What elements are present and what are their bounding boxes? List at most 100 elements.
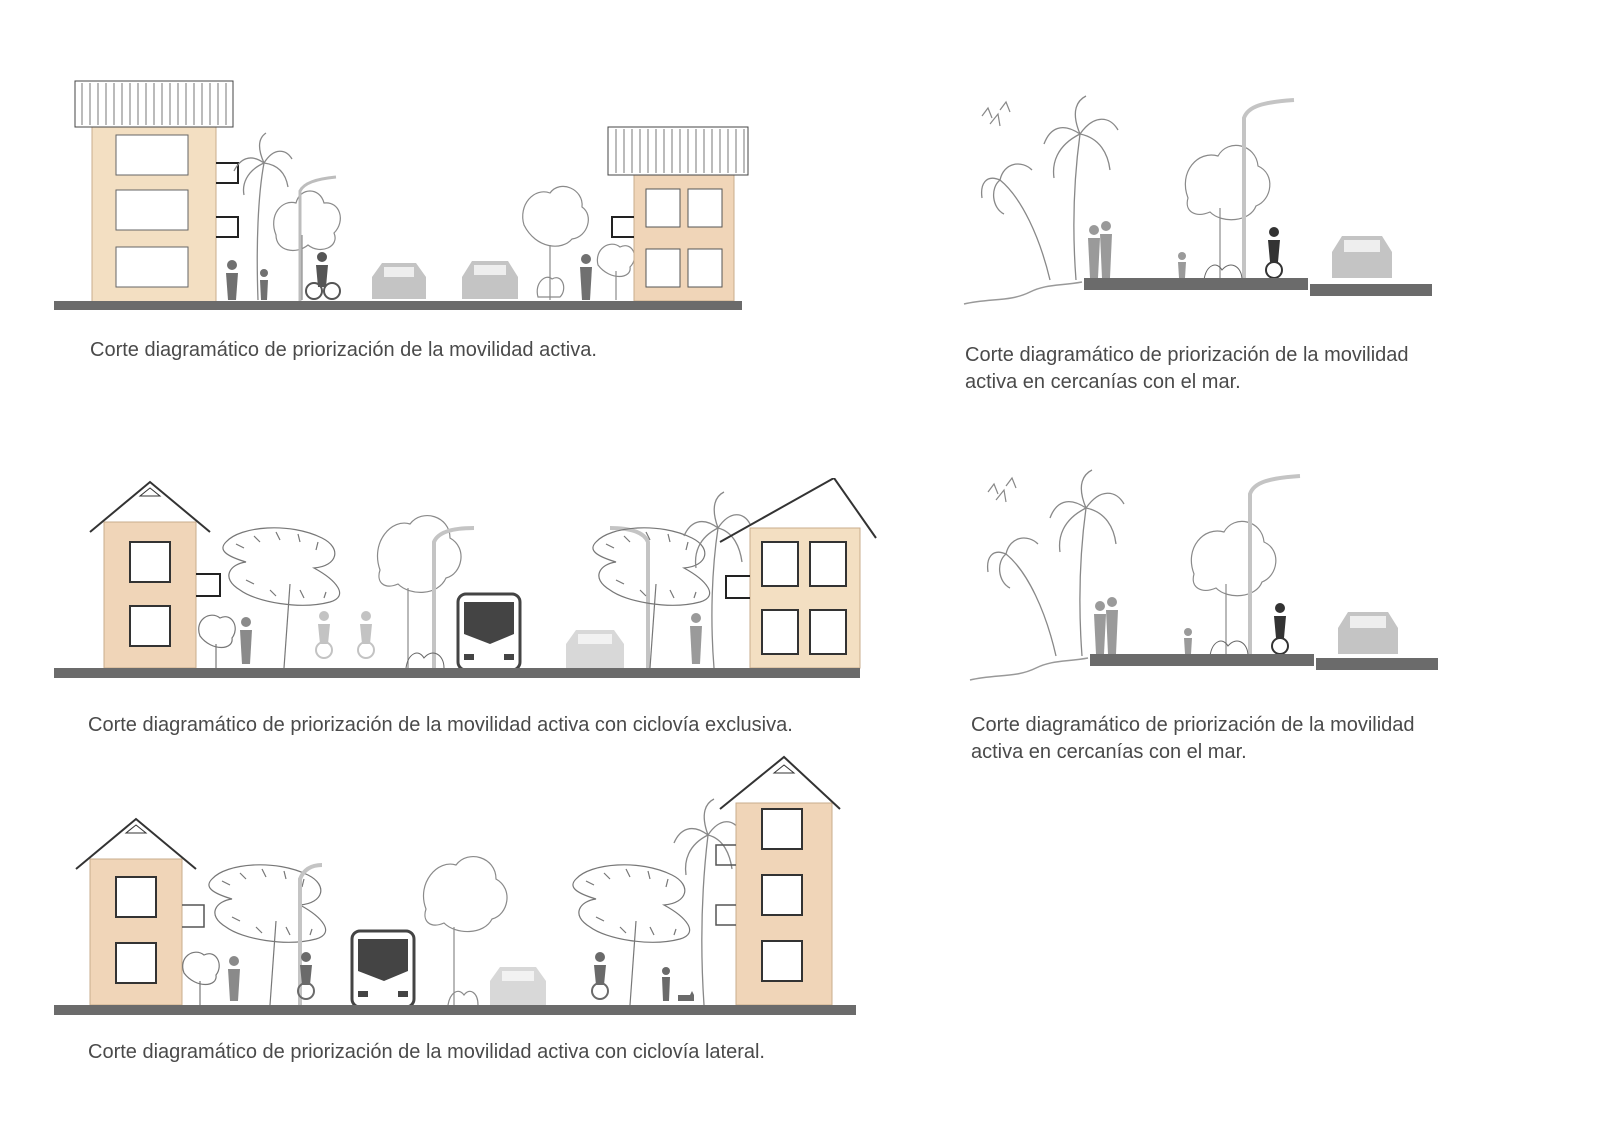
shrub bbox=[182, 951, 220, 1005]
road-platform bbox=[1316, 658, 1438, 670]
window bbox=[115, 942, 157, 984]
bus-icon bbox=[456, 592, 522, 672]
car-icon bbox=[1332, 236, 1392, 278]
section-drawing bbox=[969, 469, 1438, 681]
palm-tree bbox=[233, 132, 293, 301]
bird-icon bbox=[987, 476, 1017, 503]
street-tree bbox=[1184, 144, 1271, 278]
section-caption: Corte diagramático de priorización de la… bbox=[965, 344, 1409, 393]
balcony bbox=[715, 844, 736, 926]
street-section-active-mobility: Corte diagramático de priorización de la… bbox=[50, 75, 770, 361]
road-platform bbox=[1310, 284, 1432, 296]
gable-roof bbox=[719, 755, 841, 810]
balcony bbox=[725, 575, 750, 599]
street-section-exclusive-bike-lane: Corte diagramático de priorización de la… bbox=[50, 478, 910, 748]
shrub bbox=[1203, 264, 1243, 281]
street-tree bbox=[423, 856, 508, 1006]
leafy-tree bbox=[208, 864, 327, 1006]
shrub bbox=[596, 243, 635, 300]
shrub bbox=[198, 614, 236, 668]
sidewalk-platform bbox=[1090, 654, 1314, 666]
pedestrian-icon bbox=[580, 254, 592, 300]
window bbox=[761, 874, 803, 916]
pedestrian-icon bbox=[240, 617, 252, 664]
corrugated-roof bbox=[607, 126, 749, 176]
pedestrian-with-dog-icon bbox=[662, 967, 694, 1001]
palm-tree bbox=[673, 798, 741, 1006]
leafy-tree bbox=[222, 527, 341, 669]
street-tree bbox=[1190, 520, 1277, 654]
car-icon bbox=[490, 967, 546, 1005]
left-building bbox=[75, 817, 205, 1006]
window bbox=[129, 541, 171, 583]
section-caption: Corte diagramático de priorización de la… bbox=[88, 714, 793, 736]
palm-tree bbox=[980, 95, 1119, 281]
car-icon bbox=[1338, 612, 1398, 654]
balcony bbox=[216, 162, 239, 238]
child-icon bbox=[1178, 252, 1186, 278]
gable-roof bbox=[89, 480, 211, 533]
street-lamp bbox=[1242, 98, 1295, 280]
balcony bbox=[182, 904, 205, 928]
window bbox=[645, 248, 681, 288]
ground-line bbox=[54, 668, 860, 678]
window bbox=[761, 609, 799, 655]
pedestrian-icon bbox=[226, 260, 268, 300]
cyclist-icon bbox=[297, 952, 315, 1000]
leafy-tree bbox=[572, 864, 691, 1006]
cyclist-icon bbox=[591, 952, 609, 1000]
section-drawing bbox=[54, 755, 856, 1015]
palm-tree bbox=[986, 469, 1125, 657]
pedestrian-icon bbox=[690, 613, 702, 664]
section-caption: Corte diagramático de priorización de la… bbox=[90, 339, 597, 361]
balcony bbox=[196, 573, 221, 597]
pedestrian-icon bbox=[1094, 597, 1118, 654]
car-icon bbox=[566, 630, 624, 668]
right-building bbox=[607, 126, 749, 302]
street-section-lateral-bike-lane: Corte diagramático de priorización de la… bbox=[50, 755, 910, 1075]
street-lamp bbox=[298, 175, 337, 301]
roof-vent bbox=[772, 764, 796, 774]
window bbox=[687, 188, 723, 228]
section-drawing bbox=[963, 95, 1432, 305]
ground-line bbox=[54, 301, 742, 310]
street-tree bbox=[273, 190, 341, 300]
section-caption: Corte diagramático de priorización de la… bbox=[971, 714, 1415, 763]
bus-icon bbox=[350, 929, 416, 1009]
window bbox=[115, 876, 157, 918]
roof-vent bbox=[138, 487, 162, 497]
sidewalk-platform bbox=[1084, 278, 1308, 290]
street-lamp bbox=[432, 526, 475, 668]
section-caption: Corte diagramático de priorización de la… bbox=[88, 1041, 765, 1063]
pedestrian-icon bbox=[228, 956, 240, 1001]
window bbox=[115, 246, 189, 288]
pedestrian-icon bbox=[1088, 221, 1112, 278]
window bbox=[761, 808, 803, 850]
shore-line bbox=[969, 657, 1089, 681]
window bbox=[115, 189, 189, 231]
window bbox=[687, 248, 723, 288]
palm-tree bbox=[683, 491, 751, 669]
street-tree bbox=[522, 185, 589, 300]
balcony bbox=[611, 216, 634, 238]
street-section-near-sea-2: Corte diagramático de priorización de la… bbox=[966, 462, 1526, 782]
cyclist-icon bbox=[315, 611, 375, 659]
window bbox=[761, 541, 799, 587]
street-lamp bbox=[609, 526, 650, 668]
roof-vent bbox=[124, 824, 148, 834]
car-icon bbox=[372, 261, 518, 299]
window bbox=[809, 541, 847, 587]
ground-line bbox=[54, 1005, 856, 1015]
right-building bbox=[719, 478, 877, 669]
window bbox=[129, 605, 171, 647]
cyclist-icon bbox=[305, 252, 341, 300]
street-section-near-sea: Corte diagramático de priorización de la… bbox=[960, 88, 1520, 408]
right-building bbox=[715, 755, 841, 1006]
street-tree bbox=[376, 515, 462, 668]
section-drawing bbox=[54, 478, 877, 678]
cyclist-icon bbox=[1271, 603, 1289, 655]
left-building bbox=[74, 80, 239, 303]
shrub bbox=[405, 652, 445, 669]
window bbox=[809, 609, 847, 655]
shore-line bbox=[963, 281, 1083, 305]
